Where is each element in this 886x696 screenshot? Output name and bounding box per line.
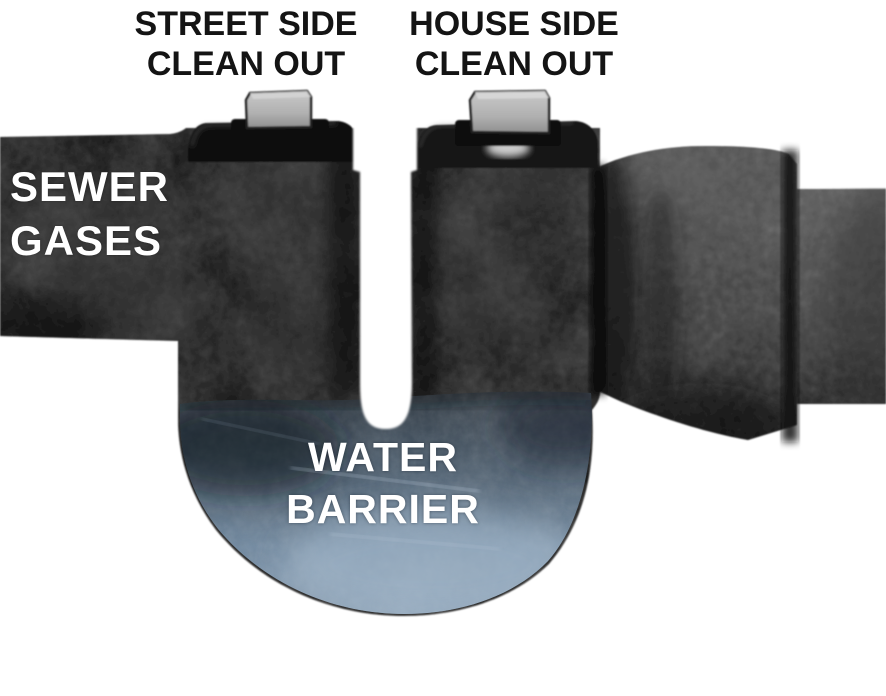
house-cleanout-plug <box>468 89 551 135</box>
house-cleanout-fitting <box>416 89 598 168</box>
label-sewer-line2: GASES <box>10 217 163 264</box>
label-street-line1: STREET SIDE <box>134 5 358 43</box>
street-cleanout-plug <box>244 89 313 130</box>
trap-hub-seam <box>590 165 606 395</box>
label-street-line2: CLEAN OUT <box>146 45 346 83</box>
label-water-barrier: WATER BARRIER <box>233 431 533 535</box>
label-sewer-line1: SEWER <box>10 163 170 210</box>
hub-coupling <box>596 146 798 442</box>
label-house-side-cleanout: HOUSE SIDE CLEAN OUT <box>364 4 664 84</box>
label-house-line1: HOUSE SIDE <box>409 5 619 43</box>
label-street-side-cleanout: STREET SIDE CLEAN OUT <box>96 4 396 84</box>
hub-pipe-seam <box>782 150 798 442</box>
label-house-line2: CLEAN OUT <box>414 45 614 83</box>
label-sewer-gases: SEWER GASES <box>10 160 330 268</box>
cutaway-slot <box>353 106 417 429</box>
label-water-line1: WATER <box>307 434 458 480</box>
outlet-pipe <box>793 188 886 404</box>
street-cleanout-fitting <box>188 89 356 162</box>
label-water-line2: BARRIER <box>286 486 480 532</box>
